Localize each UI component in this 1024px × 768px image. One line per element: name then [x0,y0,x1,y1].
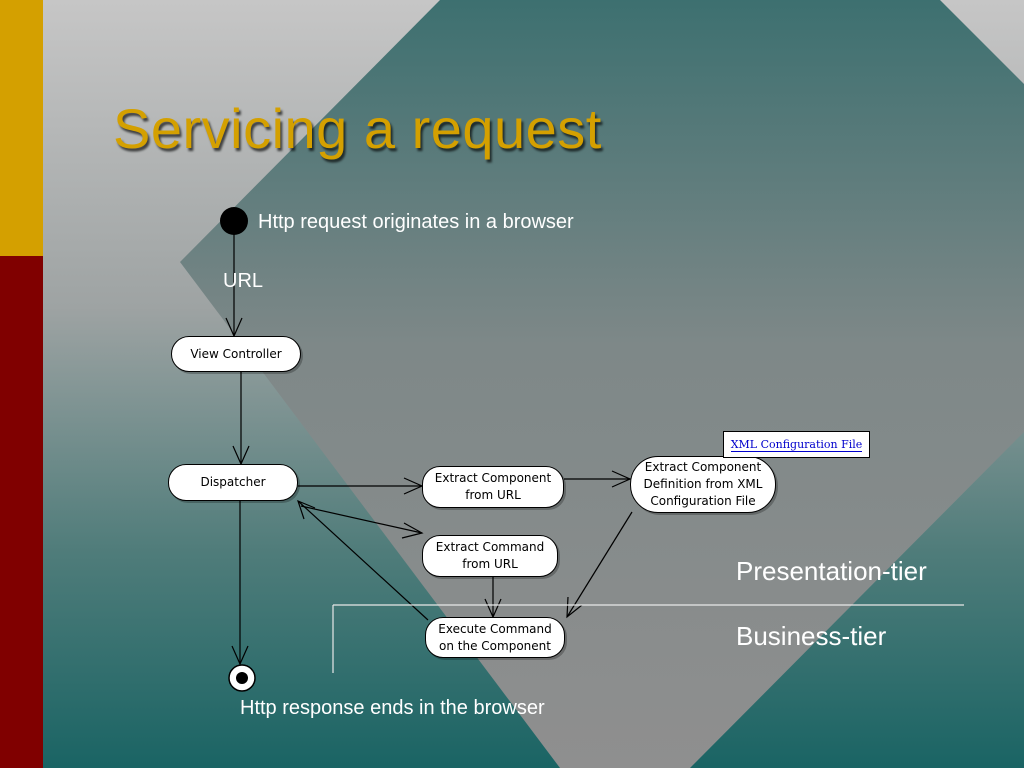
xml-config-note-label: XML Configuration File [730,437,863,452]
end-label: Http response ends in the browser [240,697,545,719]
extract-definition-label-line2: Definition from XML [643,477,763,491]
accent-bar-top [0,0,43,256]
presentation-tier-label: Presentation-tier [736,556,927,586]
flow-dispatcher-to-extract-command [300,505,423,534]
extract-command-label-line1: Extract Command [435,540,545,554]
flow-execute-to-dispatcher [297,500,429,621]
start-node [220,207,248,235]
business-tier-label: Business-tier [736,621,887,651]
extract-component-node: Extract Component from URL [422,466,564,508]
dispatcher-node: Dispatcher [168,464,298,501]
background-diamond [180,0,1024,768]
flow-definition-to-execute [566,511,633,618]
execute-command-node: Execute Command on the Component [425,617,565,658]
url-label: URL [223,270,264,292]
extract-definition-label-line1: Extract Component [644,460,762,474]
extract-definition-node: Extract Component Definition from XML Co… [630,456,776,513]
extract-command-label-line2: from URL [462,557,518,571]
start-label: Http request originates in a browser [258,211,574,233]
view-controller-node: View Controller [171,336,301,372]
dispatcher-label: Dispatcher [200,475,266,489]
extract-command-node: Extract Command from URL [422,535,558,577]
xml-config-note: XML Configuration File [723,431,870,458]
view-controller-label: View Controller [190,346,282,361]
execute-command-label-line2: on the Component [439,638,551,653]
extract-component-label-line2: from URL [465,488,521,502]
extract-definition-label-line3: Configuration File [650,494,756,508]
extract-component-label-line1: Extract Component [434,471,552,485]
slide-title: Servicing a request [113,97,602,160]
execute-command-label-line1: Execute Command [438,621,552,636]
accent-bar-bottom [0,256,43,768]
